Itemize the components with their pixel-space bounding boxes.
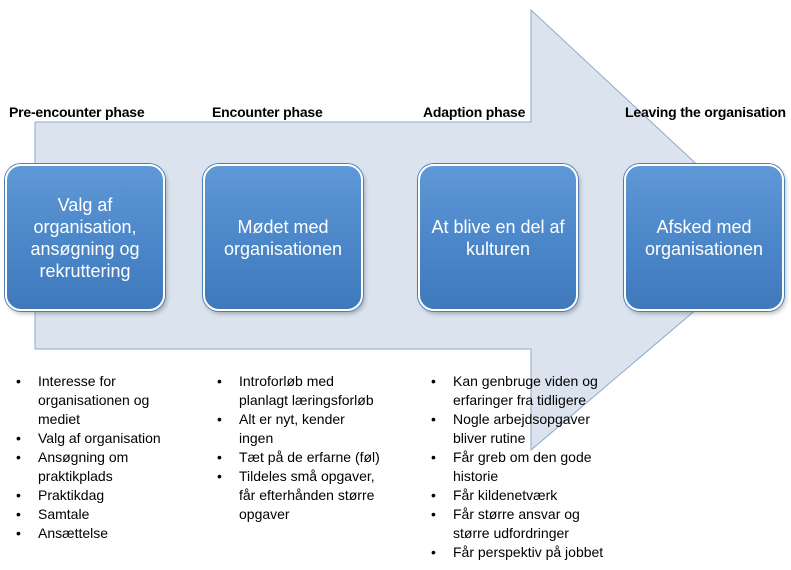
- phase-title-adaption: Adaption phase: [423, 104, 526, 120]
- list-item: Tæt på de erfarne (føl): [211, 448, 411, 467]
- phase-box-label: At blive en del af kulturen: [431, 216, 565, 259]
- phase-box-label: Mødet med organisationen: [223, 216, 343, 259]
- phase-title-leaving: Leaving the organisation: [625, 104, 786, 120]
- list-item: Alt er nyt, kender ingen: [211, 410, 411, 448]
- phase-box-leaving: Afsked med organisationen: [624, 164, 784, 311]
- list-item: Kan genbruge viden og erfaringer fra tid…: [425, 372, 635, 410]
- list-item: Nogle arbejdsopgaver bliver rutine: [425, 410, 635, 448]
- phase-box-encounter: Mødet med organisationen: [203, 164, 363, 311]
- list-item: Ansøgning om praktikplads: [10, 448, 200, 486]
- list-item: Får greb om den gode historie: [425, 448, 635, 486]
- list-item: Introforløb med planlagt læringsforløb: [211, 372, 411, 410]
- phase-list-adaption: Kan genbruge viden og erfaringer fra tid…: [425, 372, 635, 562]
- phase-box-label: Afsked med organisationen: [644, 216, 764, 259]
- list-item: Får perspektiv på jobbet: [425, 543, 635, 562]
- phase-box-label: Valg af organisation, ansøgning og rekru…: [30, 194, 140, 281]
- phase-box-pre-encounter: Valg af organisation, ansøgning og rekru…: [5, 164, 165, 311]
- list-item: Interesse for organisationen og mediet: [10, 372, 200, 429]
- phase-title-pre-encounter: Pre-encounter phase: [9, 104, 145, 120]
- list-item: Valg af organisation: [10, 429, 200, 448]
- list-item: Samtale: [10, 505, 200, 524]
- phase-title-encounter: Encounter phase: [212, 104, 323, 120]
- phase-list-pre-encounter: Interesse for organisationen og mediet V…: [10, 372, 200, 543]
- phase-list-encounter: Introforløb med planlagt læringsforløb A…: [211, 372, 411, 524]
- list-item: Får kildenetværk: [425, 486, 635, 505]
- list-item: Praktikdag: [10, 486, 200, 505]
- process-arrow-shape: [34, 8, 779, 452]
- list-item: Tildeles små opgaver, får efterhånden st…: [211, 467, 411, 524]
- list-item: Ansættelse: [10, 524, 200, 543]
- phase-box-adaption: At blive en del af kulturen: [418, 164, 578, 311]
- list-item: Får større ansvar og større udfordringer: [425, 505, 635, 543]
